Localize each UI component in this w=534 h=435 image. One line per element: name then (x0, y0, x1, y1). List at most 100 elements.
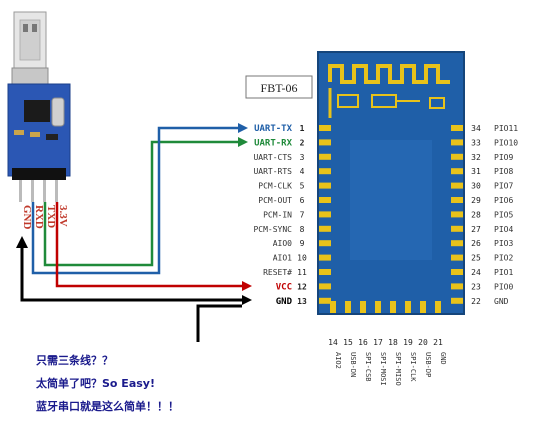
right-pin-name: PIO10 (494, 138, 518, 147)
bottom-pin-number: 20 (418, 338, 428, 347)
left-pin-name: PCM-SYNC (253, 225, 292, 234)
arrow-gnd (242, 295, 252, 305)
right-pin-number: 32 (471, 153, 481, 162)
left-pin-name: UART-RX (254, 138, 293, 148)
wire-txd-to-uart-rx (43, 140, 240, 267)
right-pin-number: 31 (471, 167, 481, 176)
right-pin-name: PIO5 (494, 210, 513, 219)
left-pin-number: 2 (300, 138, 305, 147)
right-pad (451, 254, 463, 261)
left-pad (319, 225, 331, 232)
antenna-pad-1 (337, 94, 359, 108)
usb-plug-base (11, 67, 49, 87)
usb-smd-2 (30, 132, 40, 137)
usb-label-3v3: 3.3V (57, 205, 69, 227)
left-pin-number: 13 (297, 297, 307, 306)
bottom-pin-number: 16 (358, 338, 368, 347)
usb-pin-txd (43, 180, 46, 202)
right-pin-name: GND (494, 297, 509, 306)
left-pad (319, 254, 331, 261)
arrow-uart-rx (238, 137, 248, 147)
left-pin-number: 10 (297, 254, 307, 263)
right-pin-number: 24 (471, 268, 481, 277)
left-pin-number: 1 (300, 124, 305, 133)
right-pin-number: 34 (471, 124, 481, 133)
right-pin-name: PIO8 (494, 167, 513, 176)
usb-label-rxd: RXD (33, 205, 45, 229)
caption-line-2: 太简单了吧？So Easy! (36, 377, 155, 390)
bottom-pin-name: USB-DN (349, 352, 357, 377)
left-pad (319, 283, 331, 290)
right-pad (451, 283, 463, 290)
right-pin-number: 29 (471, 196, 481, 205)
right-pin-name: PIO2 (494, 254, 513, 263)
usb-label-txd: TXD (45, 205, 57, 228)
bottom-pin-name: GND (439, 352, 447, 365)
left-pad (319, 240, 331, 247)
bottom-pin-name: SPI-CSB (364, 352, 372, 382)
left-pad (319, 168, 331, 175)
bottom-pad (345, 301, 351, 313)
bottom-pad (435, 301, 441, 313)
right-pad (451, 153, 463, 160)
left-pad (319, 153, 331, 160)
usb-header (12, 168, 66, 180)
usb-pin-3v3 (55, 180, 58, 202)
arrow-gnd-usb (16, 236, 28, 248)
right-pad (451, 269, 463, 275)
bluetooth-module (317, 51, 465, 315)
right-pin-name: PIO3 (494, 239, 513, 248)
usb-pin-gnd (19, 180, 22, 202)
usb-plug-contact-2 (32, 24, 37, 32)
right-pad (451, 240, 463, 247)
bottom-pin-number: 19 (403, 338, 413, 347)
left-pin-number: 8 (300, 225, 305, 234)
right-pin-name: PIO1 (494, 268, 513, 277)
right-pad (451, 139, 463, 146)
left-pin-name: PCM-IN (263, 210, 292, 219)
bottom-pin-name: AIO2 (334, 352, 342, 369)
right-pin-number: 33 (471, 138, 481, 147)
left-pin-number: 3 (300, 153, 305, 162)
module-pads (319, 125, 463, 313)
wire-gnd-tail (196, 304, 242, 342)
wire-arrows (16, 123, 252, 305)
bottom-pad (405, 301, 411, 313)
right-pin-number: 22 (471, 297, 481, 306)
right-pin-number: 27 (471, 225, 481, 234)
bottom-pin-name: USB-DP (424, 352, 432, 377)
right-pin-name: PIO6 (494, 196, 513, 205)
bottom-pin-number: 15 (343, 338, 353, 347)
bottom-pad (390, 301, 396, 313)
bottom-pin-number: 21 (433, 338, 443, 347)
left-pin-name: AIO1 (273, 254, 292, 263)
left-pad (319, 139, 331, 146)
bottom-pin-number: 18 (388, 338, 398, 347)
bottom-pad (360, 301, 366, 313)
wire-gnd-to-gnd (20, 244, 242, 302)
bottom-pin-name: SPI-MOSI (379, 352, 387, 386)
usb-smd-1 (14, 130, 24, 135)
right-pin-name: PIO7 (494, 182, 513, 191)
left-pin-name: AIO0 (273, 239, 292, 248)
module-label: FBT-06 (261, 81, 298, 95)
left-pad (319, 269, 331, 275)
module-chip-area (350, 140, 432, 260)
right-pin-name: PIO0 (494, 282, 513, 291)
arrow-uart-tx (238, 123, 248, 133)
bottom-pin-labels: 14AIO215USB-DN16SPI-CSB17SPI-MOSI18SPI-M… (328, 338, 447, 386)
right-pad (451, 225, 463, 232)
left-pad (319, 297, 331, 304)
left-pin-number: 4 (300, 167, 305, 176)
right-pad (451, 197, 463, 203)
antenna-pad-3 (429, 97, 445, 109)
usb-crystal (51, 97, 65, 127)
left-pin-name: PCM-CLK (258, 182, 292, 191)
left-pin-name: RESET# (263, 268, 292, 277)
left-pin-name: UART-RTS (253, 167, 292, 176)
left-pin-number: 12 (297, 282, 307, 291)
left-pin-number: 5 (300, 182, 305, 191)
usb-smd-3 (46, 134, 58, 140)
left-pin-name: UART-TX (254, 124, 293, 134)
left-pad (319, 182, 331, 189)
